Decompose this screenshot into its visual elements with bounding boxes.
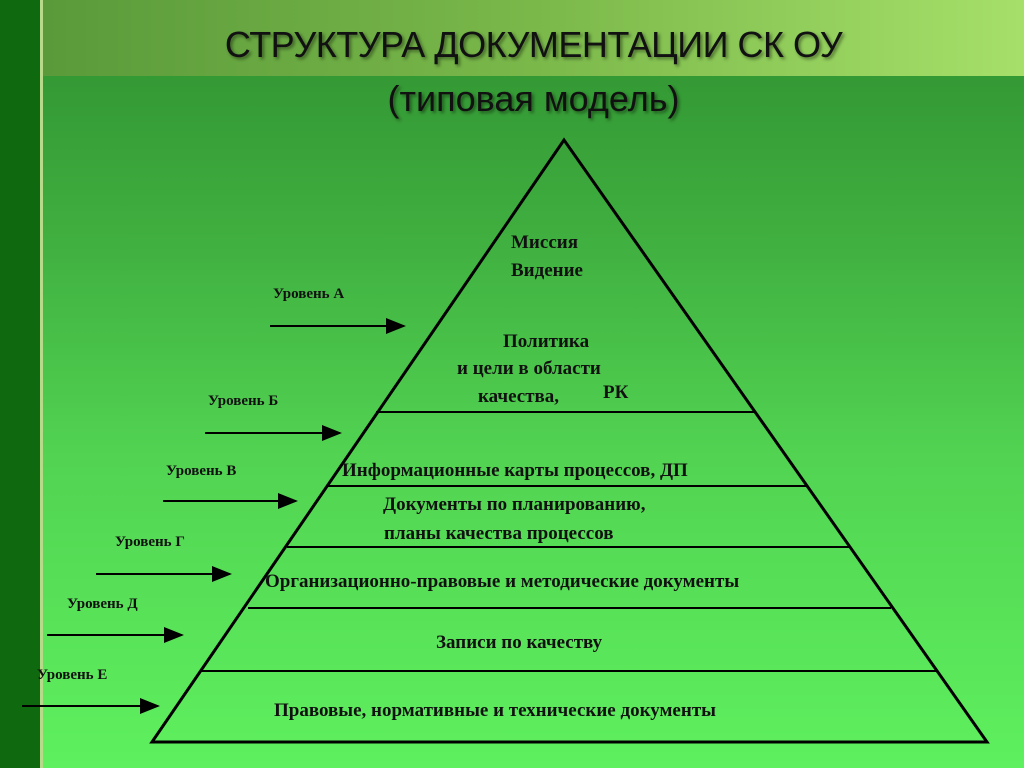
policy-text-line2: и цели в области — [457, 358, 601, 379]
tier-org-legal-docs: Организационно-правовые и методические д… — [265, 571, 740, 592]
tier-quality-records: Записи по качеству — [436, 632, 603, 653]
tier-planning-line1: Документы по планированию, — [383, 494, 646, 515]
tier-process-maps: Информационные карты процессов, ДП — [342, 460, 688, 481]
level-b-label: Уровень Б — [208, 393, 279, 409]
level-e-label: Уровень Е — [37, 667, 108, 683]
level-g-label: Уровень Г — [115, 534, 185, 550]
tier-planning-line2: планы качества процессов — [384, 523, 614, 544]
pyramid-outline — [149, 137, 990, 744]
level-a-label: Уровень А — [273, 286, 345, 302]
mission-text: Миссия — [511, 232, 578, 253]
policy-text-line1: Политика — [503, 331, 590, 352]
header-band — [43, 0, 1024, 76]
left-decor-line — [40, 0, 43, 768]
level-d-label: Уровень Д — [67, 596, 138, 612]
tier-legal-normative-docs: Правовые, нормативные и технические доку… — [274, 700, 716, 721]
level-v-label: Уровень В — [166, 463, 237, 479]
left-decor-bar — [0, 0, 40, 768]
vision-text: Видение — [511, 260, 583, 281]
policy-text-line3: качества, — [478, 386, 560, 407]
rk-text: РК — [603, 382, 629, 403]
page-title: СТРУКТУРА ДОКУМЕНТАЦИИ СК ОУ — [224, 24, 843, 65]
page-subtitle: (типовая модель) — [387, 78, 680, 119]
